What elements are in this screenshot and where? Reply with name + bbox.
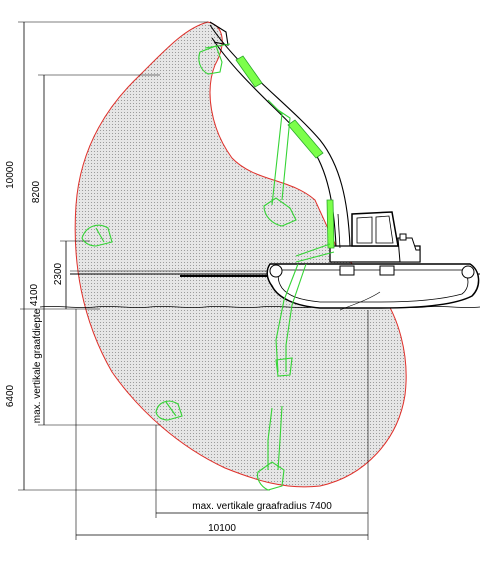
arm-bottom-2: [277, 405, 283, 471]
dim-label-max-depth: max. vertikale graafdiepte: [32, 308, 43, 423]
cab-window-side: [375, 215, 394, 244]
bucket-bottom: [256, 461, 285, 491]
arm-lower-1: [275, 263, 299, 373]
bucket-mid: [263, 197, 297, 227]
cylinder-boom: [326, 199, 335, 249]
arm-cab-link-1: [295, 243, 331, 257]
arm-lower-joint: [275, 357, 293, 377]
pontoon-hull: [266, 263, 480, 309]
arm-mid-upper-2: [277, 109, 291, 201]
cylinder-upper: [235, 55, 263, 88]
track-roller-2: [379, 265, 395, 276]
dim-label-total-height: 10000: [5, 161, 16, 189]
arm-positions: [81, 43, 335, 491]
bucket-left-link: [95, 227, 105, 243]
reach-envelope: [74, 21, 407, 488]
track-wheel-rear: [461, 265, 475, 279]
operator-cab: [351, 211, 399, 247]
counterweight: [397, 237, 421, 263]
pontoon-track: [277, 269, 469, 303]
bucket-lower-left: [155, 400, 183, 421]
excavator-boom: [209, 21, 351, 249]
bucket-top: [198, 45, 223, 75]
dim-label-2300: 2300: [53, 262, 64, 285]
exhaust: [399, 233, 407, 241]
excavator-machine: [266, 211, 480, 309]
bucket-left: [81, 224, 113, 247]
dim-label-4100: 4100: [29, 283, 40, 306]
arm-top-link: [204, 43, 231, 49]
dim-label-total-reach: 10100: [208, 523, 236, 534]
arm-mid-upper: [267, 99, 283, 206]
waterline-detail: [339, 291, 381, 311]
dim-label-8200: 8200: [31, 180, 42, 203]
bucket-lower-left-link: [165, 401, 177, 417]
dim-label-6400: 6400: [5, 384, 16, 407]
dim-label-radius: max. vertikale graafradius 7400: [192, 501, 332, 512]
track-wheel-front: [269, 264, 283, 278]
cylinder-mid: [287, 119, 324, 159]
arm-cab-link-2: [295, 251, 335, 263]
boom-tip: [209, 21, 229, 46]
cab-window-front: [356, 216, 373, 244]
arm-bottom-1: [267, 407, 273, 470]
track-roller-1: [339, 265, 355, 276]
boom-rod: [337, 213, 341, 249]
